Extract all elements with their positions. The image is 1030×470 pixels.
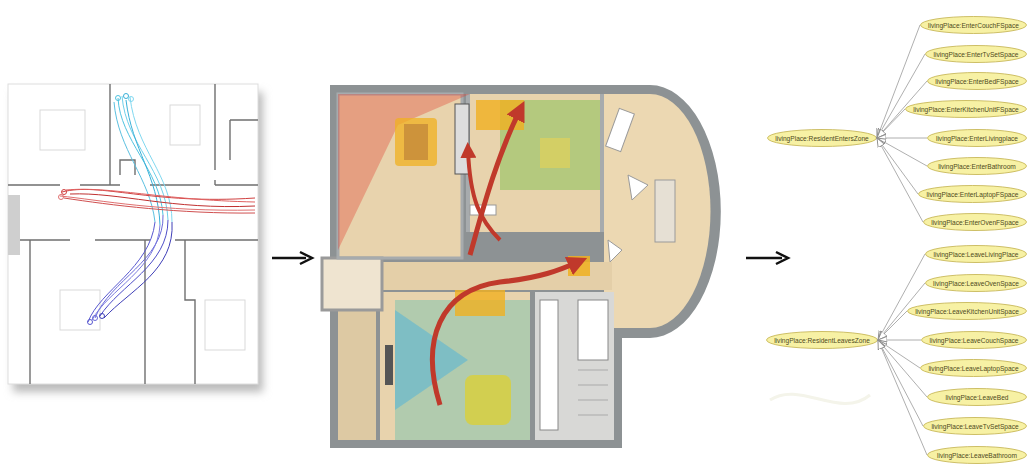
class-label: livingPlace:LeaveCouchSpace (929, 337, 1018, 344)
ontology-class: livingPlace:EnterBathroom (927, 157, 1027, 175)
class-label: livingPlace:EnterCouchFSpace (928, 22, 1019, 29)
ontology-class: livingPlace:LeaveLaptopSpace (920, 359, 1027, 377)
subclass-arrow (877, 138, 927, 139)
class-label: livingPlace:EnterBedFSpace (935, 78, 1019, 85)
subclass-arrow (877, 138, 918, 194)
ontology-class: livingPlace:EnterTvSetSpace (925, 45, 1027, 63)
ontology-class: livingPlace:LeaveKitchenUnitSpace (907, 302, 1027, 320)
subclass-arrow (877, 54, 925, 138)
subclass-arrow (877, 25, 920, 138)
ontology-class: livingPlace:EnterLaptopFSpace (918, 185, 1027, 203)
class-label: livingPlace:LeaveBed (945, 394, 1008, 401)
ontology-class: livingPlace:LeaveLivingPlace (925, 245, 1027, 263)
class-label: livingPlace:EnterKitchenUnitFSpace (913, 106, 1019, 113)
class-label: livingPlace:EnterLivingplace (936, 135, 1018, 142)
subclass-arrow (878, 340, 923, 426)
subclass-arrow (877, 138, 923, 222)
class-label: livingPlace:EnterBathroom (938, 163, 1016, 170)
subclass-arrow (878, 254, 925, 340)
class-label: livingPlace:EnterOvenFSpace (931, 219, 1019, 226)
class-label: livingPlace:LeaveLivingPlace (933, 251, 1018, 258)
floor-render (322, 85, 721, 448)
subclass-arrow (877, 81, 927, 138)
class-label: livingPlace:LeaveOvenSpace (933, 280, 1019, 287)
class-label: livingPlace:LeaveLaptopSpace (928, 365, 1018, 372)
subclass-arrow (877, 138, 927, 166)
ontology-class: livingPlace:EnterKitchenUnitFSpace (905, 100, 1027, 118)
subclass-arrow (878, 340, 921, 341)
class-label: livingPlace:EnterLaptopFSpace (926, 191, 1018, 198)
subclass-arrow (878, 283, 925, 340)
ontology-class: livingPlace:LeaveTvSetSpace (923, 417, 1027, 435)
ontology-class: livingPlace:EnterBedFSpace (927, 72, 1027, 90)
class-label: livingPlace:LeaveBathroom (937, 452, 1017, 459)
subclass-arrow (878, 340, 927, 455)
ontology-class: livingPlace:ResidentLeavesZone (766, 331, 878, 349)
subclass-arrow (878, 340, 927, 397)
ontology-class: livingPlace:LeaveCouchSpace (921, 331, 1027, 349)
ontology-class: livingPlace:EnterLivingplace (927, 129, 1027, 147)
subclass-arrow (878, 311, 907, 340)
smudge (770, 394, 870, 403)
class-label: livingPlace:LeaveTvSetSpace (931, 423, 1018, 430)
trajectory-plan (8, 84, 263, 392)
class-label: livingPlace:ResidentLeavesZone (774, 337, 870, 344)
ontology-class: livingPlace:LeaveBathroom (927, 446, 1027, 464)
subclass-arrow (878, 340, 920, 368)
ontology-class: livingPlace:EnterCouchFSpace (920, 16, 1027, 34)
ontology-class: livingPlace:LeaveOvenSpace (925, 274, 1027, 292)
class-label: livingPlace:ResidentEntersZone (775, 135, 868, 142)
ontology-class: livingPlace:ResidentEntersZone (767, 129, 877, 147)
ontology-class: livingPlace:EnterOvenFSpace (923, 213, 1027, 231)
class-label: livingPlace:LeaveKitchenUnitSpace (915, 308, 1019, 315)
class-label: livingPlace:EnterTvSetSpace (933, 51, 1018, 58)
subclass-arrow (877, 109, 905, 138)
ontology-class: livingPlace:LeaveBed (927, 388, 1027, 406)
